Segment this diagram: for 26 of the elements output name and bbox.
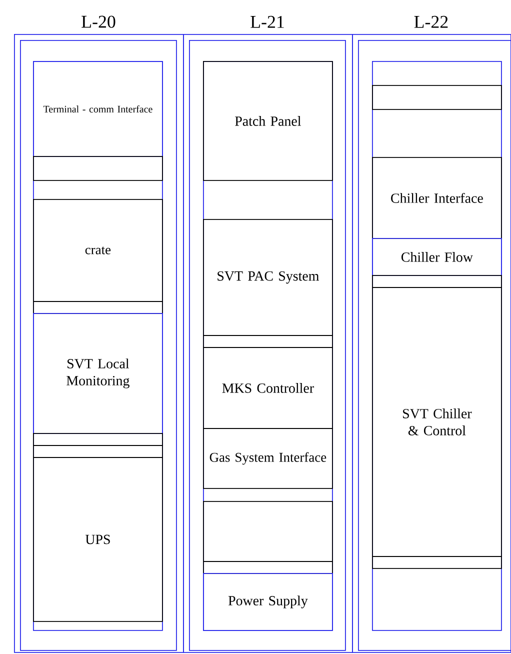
equipment-box: crate — [33, 199, 163, 302]
rack-slot — [33, 301, 163, 314]
equipment-box: Gas System Interface — [203, 428, 333, 489]
equipment-box: UPS — [33, 457, 163, 622]
equipment-box: Chiller Interface — [372, 157, 502, 239]
equipment-box: Chiller Flow — [372, 238, 502, 276]
rack-slot — [372, 556, 502, 569]
rack-label: L-22 — [414, 16, 448, 28]
rack-slot — [372, 85, 502, 110]
rack-slot — [372, 275, 502, 288]
rack-slot — [203, 335, 333, 348]
rack-column — [372, 61, 502, 631]
equipment-box: SVT PAC System — [203, 219, 333, 336]
equipment-box: Power Supply — [203, 573, 333, 631]
rack-slot — [203, 561, 333, 574]
equipment-box: MKS Controller — [203, 347, 333, 429]
rack-label: L-20 — [82, 16, 116, 28]
equipment-box: Patch Panel — [203, 61, 333, 181]
rack-slot — [33, 445, 163, 458]
equipment-box: SVT Local Monitoring — [33, 313, 163, 434]
rack-slot — [203, 501, 333, 562]
equipment-box: SVT Chiller & Control — [372, 287, 502, 557]
rack-label: L-21 — [250, 16, 284, 28]
equipment-box: Terminal - comm Interface — [33, 61, 163, 157]
rack-slot — [33, 433, 163, 446]
rack-slot — [33, 156, 163, 181]
